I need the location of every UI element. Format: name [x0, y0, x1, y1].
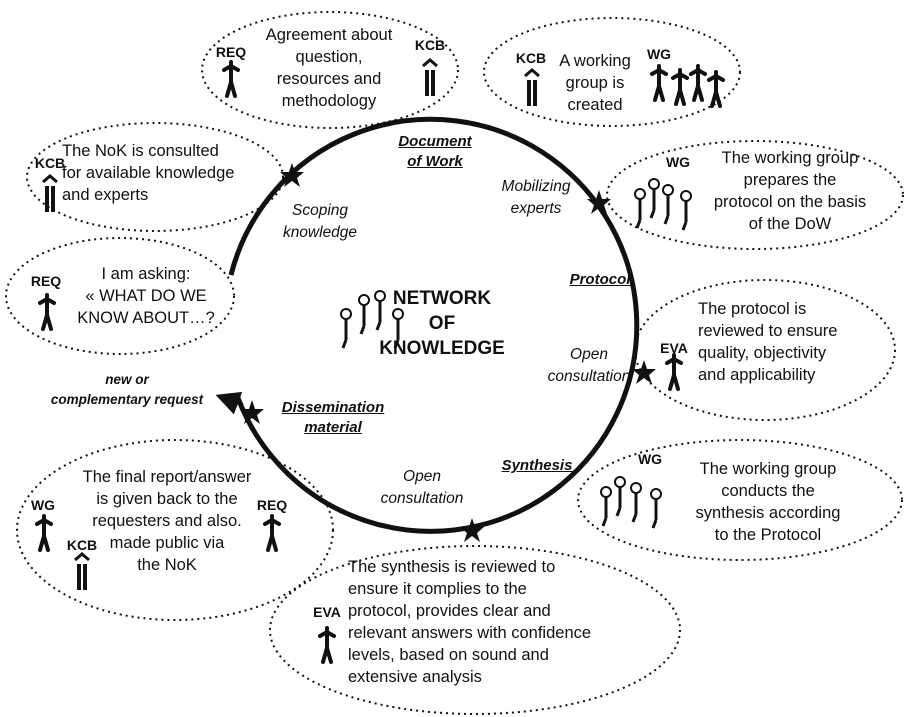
bubble-asking-text: I am asking: « WHAT DO WE KNOW ABOUT…? — [77, 265, 215, 327]
role-label-req-final: REQ — [256, 497, 288, 513]
req-figure-asking — [38, 291, 56, 331]
role-label-req-asking: REQ — [30, 273, 62, 289]
cycle-ring — [228, 116, 640, 534]
eva-figure-protocol — [665, 351, 683, 391]
wg-balloons-protocol — [633, 177, 693, 232]
bubble-wg-created-text: A working group is created — [559, 52, 631, 114]
activity-scoping-knowledge: Scoping knowledge — [282, 202, 358, 241]
role-label-kcb-top: KCB — [414, 37, 446, 53]
eva-figure-synthesis — [318, 624, 336, 664]
activity-open-consultation-1: Open consultation — [547, 346, 631, 385]
req-figure-top — [222, 58, 240, 98]
role-label-wg-final: WG — [30, 497, 56, 513]
role-label-kcb-wg: KCB — [515, 50, 547, 66]
stage-stars — [240, 163, 656, 542]
star-mobilizing — [587, 190, 611, 214]
bubble-agreement-text: Agreement about question, resources and … — [265, 26, 393, 110]
star-open-consultation-1 — [632, 360, 656, 384]
wg-balloons-synthesis — [599, 475, 663, 530]
stage-dissemination-material: Dissemination material — [281, 399, 385, 436]
role-label-kcb-nok: KCB — [34, 155, 66, 171]
kcb-figure-nok — [41, 174, 59, 214]
request-arrow — [215, 391, 244, 415]
bubble-protocol-prep — [606, 140, 904, 250]
role-label-kcb-final: KCB — [66, 537, 98, 553]
bubble-final-report-text: The final report/answer is given back to… — [82, 468, 252, 574]
activity-open-consultation-2: Open consultation — [380, 468, 464, 507]
bubble-final-report — [16, 439, 334, 621]
star-scoping — [280, 163, 304, 187]
stage-protocol: Protocol — [569, 271, 631, 288]
bubble-nok-consulted — [26, 122, 284, 232]
wg-group-figures — [650, 62, 725, 108]
bubble-protocol-review — [634, 279, 896, 421]
bubble-protocol-review-text: The protocol is reviewed to ensure quali… — [698, 300, 838, 384]
bubble-nok-consulted-text: The NoK is consulted for available knowl… — [62, 142, 235, 204]
role-label-eva-synthesis: EVA — [313, 604, 341, 620]
star-dissemination — [240, 400, 264, 424]
kcb-figure-top — [421, 58, 439, 98]
bubble-synthesis-conduct-text: The working group conducts the synthesis… — [695, 460, 841, 544]
stage-document-of-work: Document of Work — [398, 133, 472, 170]
bubble-wg-created — [483, 17, 741, 127]
role-label-wg-synthesis: WG — [637, 451, 663, 467]
new-request-note: new or complementary request — [50, 372, 204, 407]
role-label-req-top: REQ — [215, 44, 247, 60]
wg-figure-final — [35, 512, 53, 552]
bubble-protocol-prep-text: The working group prepares the protocol … — [713, 149, 867, 233]
star-open-consultation-2 — [460, 518, 484, 542]
stage-synthesis: Synthesis — [501, 457, 573, 474]
activity-mobilizing-experts: Mobilizing experts — [501, 178, 571, 217]
role-label-eva-protocol: EVA — [660, 340, 688, 356]
bubbles — [5, 11, 904, 715]
role-label-wg-protocol: WG — [665, 154, 691, 170]
kcb-figure-wg — [523, 68, 541, 108]
bubble-synthesis-review-text: The synthesis is reviewed to ensure it c… — [348, 558, 592, 686]
bubble-agreement — [201, 11, 459, 129]
bubble-synthesis-review — [269, 545, 681, 715]
bubble-asking — [5, 237, 235, 355]
bubble-synthesis-conduct — [577, 439, 903, 561]
network-of-knowledge-title: NETWORK OF KNOWLEDGE — [379, 288, 505, 359]
role-label-wg-top: WG — [646, 46, 672, 62]
